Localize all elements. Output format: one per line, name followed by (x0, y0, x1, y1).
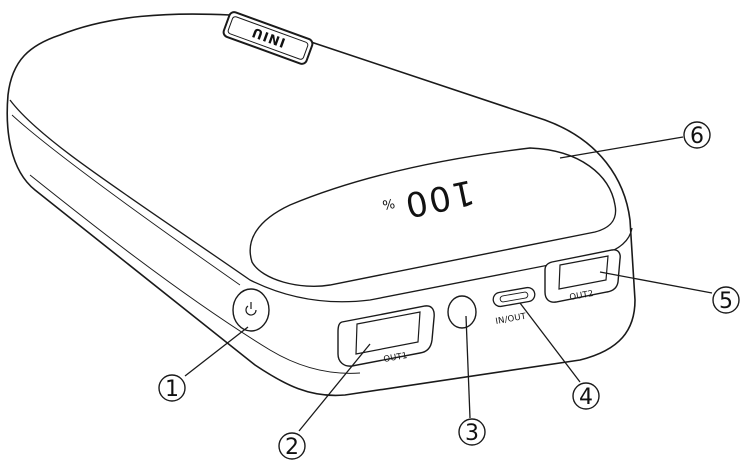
callout-2: 2 (279, 433, 305, 460)
callout-5: 5 (713, 287, 739, 314)
callout-2-number: 2 (285, 435, 299, 460)
callout-4: 4 (573, 383, 599, 410)
callout-3: 3 (459, 419, 485, 446)
callout-5-number: 5 (719, 289, 733, 314)
callout-1-number: 1 (165, 377, 179, 402)
callout-4-number: 4 (579, 385, 593, 410)
callout-6-number: 6 (690, 124, 704, 149)
flashlight (448, 296, 476, 328)
callout-3-number: 3 (465, 421, 479, 446)
power-button (233, 289, 269, 331)
callout-6: 6 (684, 122, 710, 149)
callout-1: 1 (159, 375, 185, 402)
